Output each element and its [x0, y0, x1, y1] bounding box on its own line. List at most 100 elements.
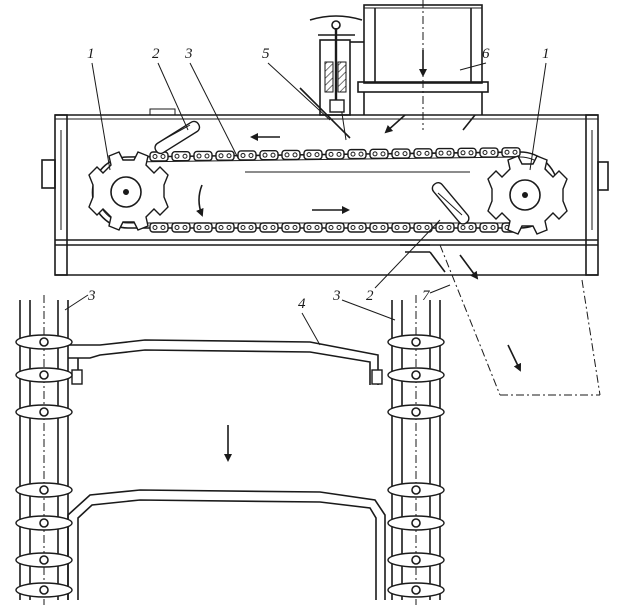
plan-chain-pin	[411, 337, 421, 347]
chain-pin	[174, 153, 180, 159]
chain-pin	[460, 225, 466, 230]
plan-link-plate	[15, 367, 73, 383]
chain-pin	[306, 152, 312, 158]
plan-chain-pin	[39, 370, 49, 380]
chain-pin	[182, 153, 188, 159]
chain-pin	[380, 151, 386, 157]
plan-chain-pins	[15, 334, 445, 598]
chain-pin	[372, 151, 378, 157]
plan-chain-pin	[411, 370, 421, 380]
label-scraper-top: 2	[152, 46, 160, 62]
chain-pin	[424, 150, 430, 156]
chain-pin	[174, 225, 180, 230]
plan-chain-pin	[411, 485, 421, 495]
chain-pin	[182, 225, 188, 230]
chain-pin	[394, 151, 400, 157]
chain-pin	[292, 225, 298, 230]
plan-chain-pin	[39, 518, 49, 528]
plan-chain-pin	[411, 407, 421, 417]
chain-pin	[284, 225, 290, 230]
plan-chain-pin	[39, 555, 49, 565]
chain-pin	[152, 154, 158, 159]
label-chain-top: 3	[184, 46, 193, 62]
label-scraper-bar: 4	[298, 296, 306, 312]
chain-pin	[350, 151, 356, 157]
chain-pin	[226, 153, 232, 159]
chain-pin	[218, 153, 224, 159]
plan-link-plate	[15, 582, 73, 598]
chain-pin	[358, 151, 364, 157]
plan-chain-pin	[39, 337, 49, 347]
plan-chain-pin	[39, 585, 49, 595]
chain-pin	[284, 152, 290, 158]
label-sprocket-left: 1	[87, 46, 95, 62]
plan-chain-pin	[411, 518, 421, 528]
plan-link-plate	[387, 334, 445, 350]
chain-pin	[490, 225, 496, 230]
sprocket-right	[487, 155, 568, 235]
scraper-top	[154, 120, 201, 155]
chain-pin	[380, 225, 386, 230]
chain-pin	[240, 152, 246, 158]
plan-chain-pin	[39, 485, 49, 495]
label-gate-valve: 5	[262, 46, 270, 62]
chain-pin	[438, 225, 444, 230]
plan-chain-pin	[411, 585, 421, 595]
plan-link-plate	[387, 515, 445, 531]
plan-link-plate	[15, 515, 73, 531]
label-chain-left-detail: 3	[87, 288, 96, 304]
chain-pin	[262, 225, 268, 230]
chain-pin	[416, 150, 422, 156]
chain-pin	[490, 150, 496, 156]
chain-pin	[204, 225, 210, 230]
chain-pin	[336, 151, 342, 157]
chain-pin	[336, 225, 342, 230]
chain-pin	[160, 225, 166, 230]
label-sprocket-right: 1	[542, 46, 550, 62]
plan-link-plate	[387, 404, 445, 420]
chain-pin	[482, 225, 488, 230]
chain-pin	[248, 225, 254, 230]
chain-pin	[504, 149, 510, 155]
chain-pin	[460, 150, 466, 156]
chain-pin	[196, 153, 202, 159]
chain-pin	[328, 151, 334, 157]
chain-pin	[292, 152, 298, 158]
chain-pin	[314, 152, 320, 158]
label-chain-right-detail: 3	[332, 288, 341, 304]
chain-pin	[218, 225, 224, 230]
chain-pin	[394, 225, 400, 230]
chain-pin	[160, 154, 166, 159]
chain-pin	[468, 150, 474, 156]
callouts	[64, 62, 547, 346]
chain-pin	[306, 225, 312, 230]
flow-arrows	[196, 50, 522, 462]
chain-pin	[248, 152, 254, 158]
chain-pin	[438, 150, 444, 156]
housing	[41, 108, 609, 276]
chain-pin	[328, 225, 334, 230]
chain-pin	[240, 225, 246, 230]
label-hopper: 6	[482, 46, 490, 62]
chain-pin	[350, 225, 356, 230]
plan-link-plate	[387, 552, 445, 568]
scraper-bottom	[431, 181, 470, 225]
chain-pin	[204, 153, 210, 159]
chain-pin	[152, 225, 158, 230]
plan-link-plate	[387, 482, 445, 498]
label-scraper-bottom: 2	[366, 288, 374, 304]
chain-pin	[446, 225, 452, 230]
label-outlet-flap: 7	[422, 288, 431, 304]
outlet-flap	[400, 244, 601, 396]
chain-pin	[402, 225, 408, 230]
plan-chain-pin	[39, 407, 49, 417]
plan-link-plate	[387, 367, 445, 383]
chain-pin	[372, 225, 378, 230]
gate-valve	[299, 15, 364, 141]
chain-pin	[482, 150, 488, 156]
chain-pin	[416, 225, 422, 230]
chain-pin	[226, 225, 232, 230]
chain-pin	[468, 225, 474, 230]
plan-view	[19, 295, 441, 605]
